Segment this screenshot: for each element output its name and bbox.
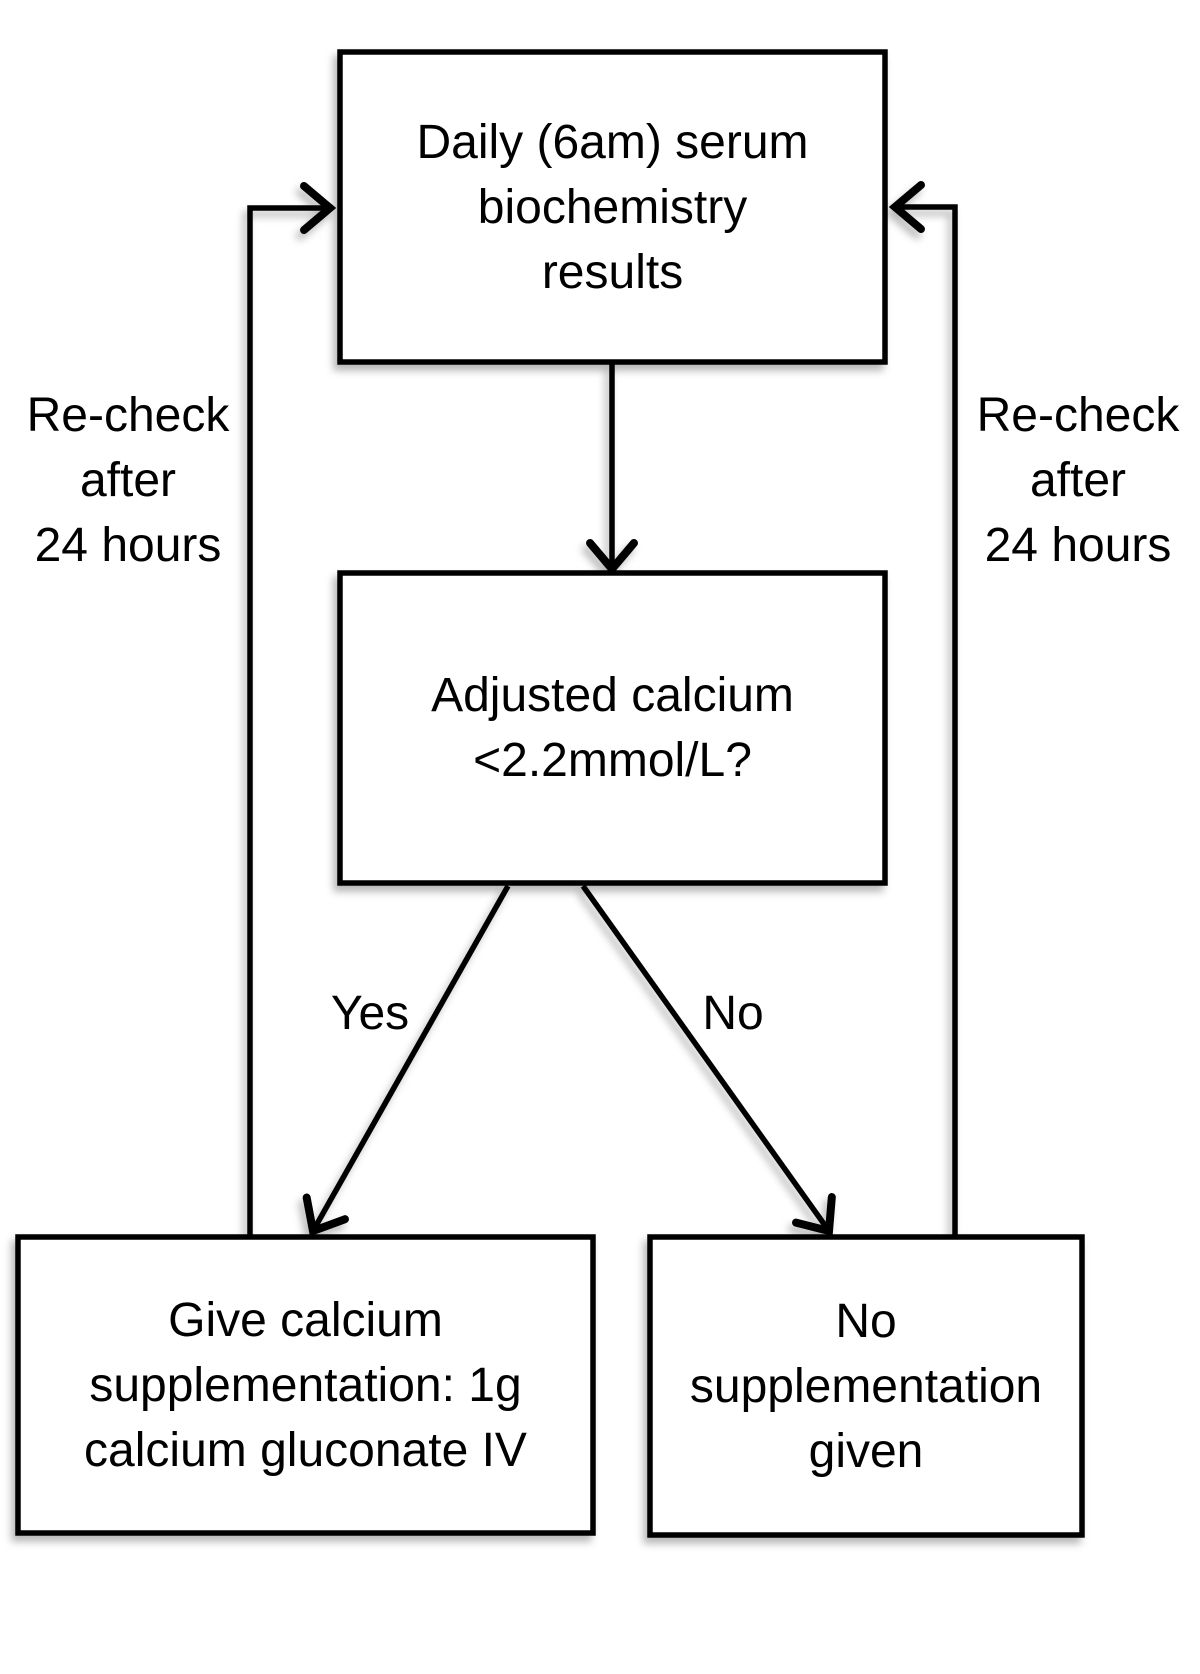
recheck-right-line <box>888 181 958 1239</box>
give-supplement-label: Give calcium supplementation: 1g calcium… <box>84 1293 527 1477</box>
arrow-yes <box>302 884 511 1237</box>
arrow-no <box>580 884 836 1237</box>
recheck-left-label: Re-check after 24 hours <box>26 389 230 572</box>
yes-label: Yes <box>330 987 410 1040</box>
daily-results-label: Daily (6am) serum biochemistry results <box>416 115 809 299</box>
no-supplement-box <box>647 1234 1085 1538</box>
no-supplement-label: No supplementation given <box>689 1294 1043 1478</box>
calcium-decision-label: Adjusted calcium <2.2mmol/L? <box>431 669 794 787</box>
recheck-right-label: Re-check after 24 hours <box>976 389 1180 572</box>
daily-results-box <box>337 49 888 365</box>
give-supplement-box <box>15 1234 596 1536</box>
calcium-decision-box <box>337 570 888 886</box>
recheck-left-line <box>247 182 337 1239</box>
no-label: No <box>702 987 764 1040</box>
